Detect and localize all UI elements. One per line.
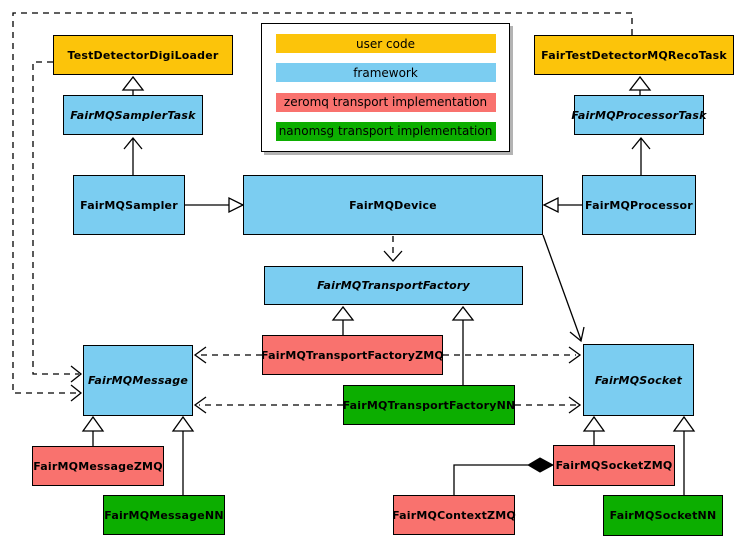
class-box-fairmqcontextzmq: FairMQContextZMQ <box>392 495 516 535</box>
legend-item-nanomsg: nanomsg transport implementation <box>275 121 496 141</box>
generalization-tfnn-to-transportfactory <box>451 305 475 385</box>
legend-item-user-code: user code <box>275 34 496 54</box>
dependency-tfzmq-to-message <box>193 346 262 364</box>
class-box-fairmqprocessortask: FairMQProcessorTask <box>571 95 706 135</box>
generalization-messagenn-to-message <box>171 415 195 495</box>
dependency-tfnn-to-socket <box>515 396 582 414</box>
class-box-fairmqtransportfactory: FairMQTransportFactory <box>264 266 523 305</box>
legend-item-zeromq: zeromq transport implementation <box>275 92 496 112</box>
generalization-socketnn-to-socket <box>672 415 696 495</box>
generalization-processor-to-device <box>542 196 582 214</box>
generalization-sampler-to-device <box>185 196 245 214</box>
class-box-fairmqsocketnn: FairMQSocketNN <box>603 495 723 536</box>
dependency-tfnn-to-message <box>193 396 343 414</box>
association-processor-to-processortask <box>631 136 651 175</box>
dependency-recotask-to-message <box>12 12 633 402</box>
class-box-fairmqprocessor: FairMQProcessor <box>582 175 696 235</box>
generalization-socketzmq-to-socket <box>582 415 606 445</box>
generalization-messagezmq-to-message <box>81 415 105 446</box>
class-box-fairmqtransportfactorynn: FairMQTransportFactoryNN <box>343 385 515 425</box>
association-sampler-to-samplertask <box>123 136 143 175</box>
dependency-digiloader-to-message <box>32 61 83 383</box>
generalization-samplertask-to-digiloader <box>121 75 145 95</box>
class-box-fairmqmessagezmq: FairMQMessageZMQ <box>32 446 164 486</box>
composition-socketzmq-contextzmq <box>453 457 555 495</box>
class-box-fairmqtransportfactoryzmq: FairMQTransportFactoryZMQ <box>261 335 444 375</box>
class-box-fairmqsocket: FairMQSocket <box>583 344 694 416</box>
class-box-fairmqsocketzmq: FairMQSocketZMQ <box>553 445 675 486</box>
class-box-fairmqmessage: FairMQMessage <box>83 345 193 416</box>
dependency-device-to-transportfactory <box>383 236 403 262</box>
class-box-fairtestdetectormqrecotask: FairTestDetectorMQRecoTask <box>534 35 734 75</box>
class-box-fairmqsampler: FairMQSampler <box>73 175 185 235</box>
association-device-to-socket <box>542 234 585 343</box>
generalization-processortask-to-recotask <box>628 75 652 95</box>
dependency-tfzmq-to-socket <box>443 346 582 364</box>
class-box-fairmqsamplertask: FairMQSamplerTask <box>63 95 203 135</box>
generalization-tfzmq-to-transportfactory <box>331 305 355 335</box>
class-box-testdetectordigiloader: TestDetectorDigiLoader <box>53 35 233 75</box>
legend-item-framework: framework <box>275 63 496 83</box>
class-box-fairmqdevice: FairMQDevice <box>243 175 543 235</box>
legend: user code framework zeromq transport imp… <box>261 23 510 152</box>
class-box-fairmqmessagenn: FairMQMessageNN <box>103 495 225 535</box>
